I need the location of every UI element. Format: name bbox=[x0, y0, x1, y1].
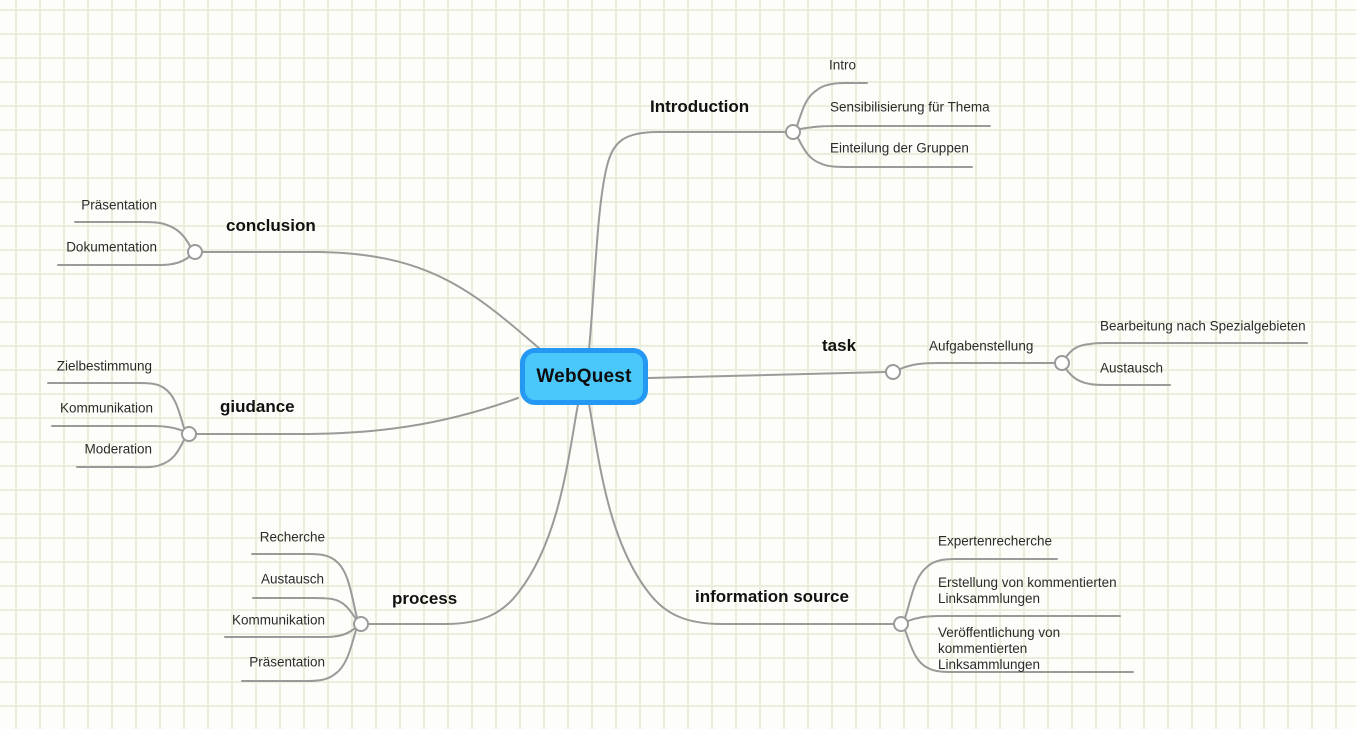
subtopic-sensibilisierung-fuer-thema[interactable]: Sensibilisierung für Thema bbox=[830, 99, 990, 115]
edge-austausch-task bbox=[1065, 368, 1171, 386]
dot-process[interactable] bbox=[353, 616, 369, 632]
edge-conclusion bbox=[201, 251, 541, 350]
topic-conclusion[interactable]: conclusion bbox=[226, 216, 316, 235]
subtopic-zielbestimmung[interactable]: Zielbestimmung bbox=[56, 358, 152, 374]
dot-aufgabenstellung[interactable] bbox=[1054, 355, 1070, 371]
subtopic-praesentation-conclusion[interactable]: Präsentation bbox=[81, 197, 157, 213]
subtopic-kommunikation-giudance[interactable]: Kommunikation bbox=[59, 400, 153, 416]
edge-zielbestimmung bbox=[47, 382, 185, 429]
dot-giudance[interactable] bbox=[181, 426, 197, 442]
edge-kommunikation-giudance bbox=[51, 425, 184, 432]
edge-austausch-process bbox=[252, 597, 357, 620]
topic-process[interactable]: process bbox=[392, 589, 458, 608]
dot-conclusion[interactable] bbox=[187, 244, 203, 260]
subtopic-austausch-task[interactable]: Austausch bbox=[1100, 360, 1164, 376]
edge-praesentation-process bbox=[241, 629, 357, 682]
dot-introduction[interactable] bbox=[785, 124, 801, 140]
edge-aufgabenstellung bbox=[899, 362, 1056, 370]
subtopic-recherche[interactable]: Recherche bbox=[259, 529, 325, 545]
edge-moderation bbox=[76, 439, 185, 469]
subtopic-aufgabenstellung[interactable]: Aufgabenstellung bbox=[929, 338, 1034, 354]
edge-bearbeitung bbox=[1065, 342, 1308, 358]
dot-information-source[interactable] bbox=[893, 616, 909, 632]
subtopic-einteilung-der-gruppen[interactable]: Einteilung der Gruppen bbox=[830, 140, 969, 156]
topic-introduction[interactable]: Introduction bbox=[650, 97, 750, 116]
edge-erstellung bbox=[907, 615, 1121, 622]
edge-recherche bbox=[251, 553, 358, 619]
edge-veroeffentlichung bbox=[904, 629, 1134, 673]
subtopic-bearbeitung-nach-spezialgebieten[interactable]: Bearbeitung nach Spezialgebieten bbox=[1100, 318, 1306, 334]
dot-task[interactable] bbox=[885, 364, 901, 380]
subtopic-kommunikation-process[interactable]: Kommunikation bbox=[231, 612, 325, 628]
edge-expertenrecherche bbox=[904, 558, 1058, 619]
edge-giudance bbox=[195, 397, 519, 435]
subtopic-dokumentation[interactable]: Dokumentation bbox=[66, 239, 157, 255]
subtopic-veroeffentlichung-linksammlungen[interactable]: Veröffentlichung von kommentierten Links… bbox=[938, 625, 1061, 672]
topic-giudance[interactable]: giudance bbox=[220, 397, 295, 416]
edge-introduction bbox=[588, 131, 787, 351]
edge-intro bbox=[796, 82, 868, 127]
root-node[interactable]: WebQuest bbox=[520, 348, 648, 405]
edge-sensibilisierung bbox=[799, 125, 991, 130]
subtopic-expertenrecherche[interactable]: Expertenrecherche bbox=[938, 533, 1053, 549]
edge-einteilung bbox=[797, 137, 973, 168]
subtopic-intro[interactable]: Intro bbox=[829, 57, 857, 73]
topic-information-source[interactable]: information source bbox=[695, 587, 849, 606]
root-node-label: WebQuest bbox=[536, 365, 632, 387]
subtopic-erstellung-linksammlungen[interactable]: Erstellung von kommentierten Linksammlun… bbox=[938, 575, 1117, 606]
subtopic-praesentation-process[interactable]: Präsentation bbox=[249, 654, 325, 670]
topic-task[interactable]: task bbox=[822, 336, 857, 355]
subtopic-austausch-process[interactable]: Austausch bbox=[260, 571, 324, 587]
edge-praesentation-conclusion bbox=[74, 221, 191, 247]
subtopic-moderation[interactable]: Moderation bbox=[84, 441, 152, 457]
edge-information-source bbox=[588, 403, 895, 625]
edge-kommunikation-process bbox=[224, 628, 355, 638]
edge-task bbox=[647, 371, 887, 379]
edge-dokumentation bbox=[57, 256, 190, 266]
edge-process bbox=[367, 403, 579, 625]
